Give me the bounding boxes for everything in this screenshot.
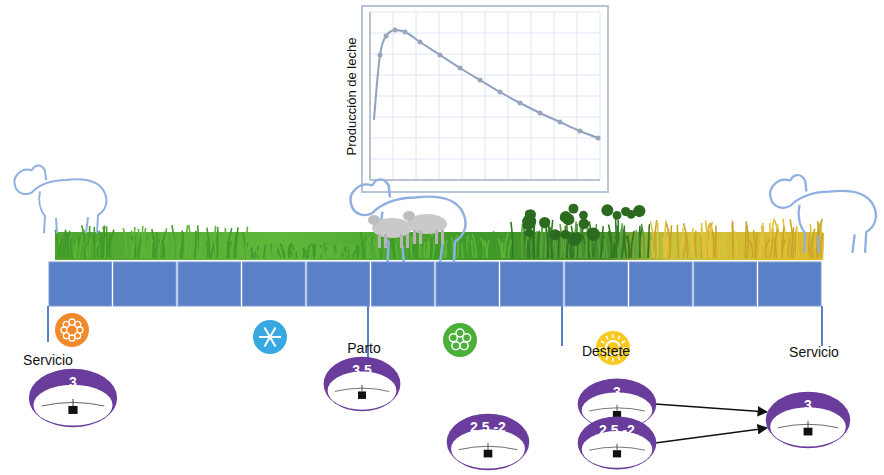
pasture-band: [55, 204, 823, 260]
event-label: Servicio: [23, 352, 73, 368]
sheep-outline: [770, 175, 876, 253]
condition-score-oval: 2,5 -2: [576, 415, 658, 471]
score-value: 3: [804, 390, 812, 413]
season-icon: [253, 320, 287, 354]
condition-score-oval: 3: [764, 390, 852, 450]
score-value: 2,5 -2: [599, 415, 635, 438]
sheep-outline: [351, 179, 466, 264]
season-icon: [55, 313, 89, 347]
lamb: [403, 211, 447, 244]
event-label: Parto: [347, 340, 380, 356]
condition-score-oval: 3: [27, 367, 119, 429]
event-label: Servicio: [789, 344, 839, 360]
milk-chart: [362, 6, 608, 192]
sheep-outline: [14, 165, 106, 233]
season-icon: [443, 323, 477, 357]
score-value: 3,5: [352, 355, 371, 378]
condition-score-oval: 3,5: [322, 355, 402, 413]
flow-arrow: [655, 404, 767, 412]
axis-title: Producción de leche: [345, 37, 360, 155]
score-value: 2,5 -2: [470, 412, 506, 435]
month-timeline: [48, 262, 822, 358]
score-value: 3: [613, 377, 621, 400]
score-value: 3: [69, 367, 77, 390]
flow-arrow: [655, 428, 767, 443]
event-label: Destete: [582, 343, 630, 359]
condition-score-oval: 2,5 -2: [445, 412, 531, 472]
